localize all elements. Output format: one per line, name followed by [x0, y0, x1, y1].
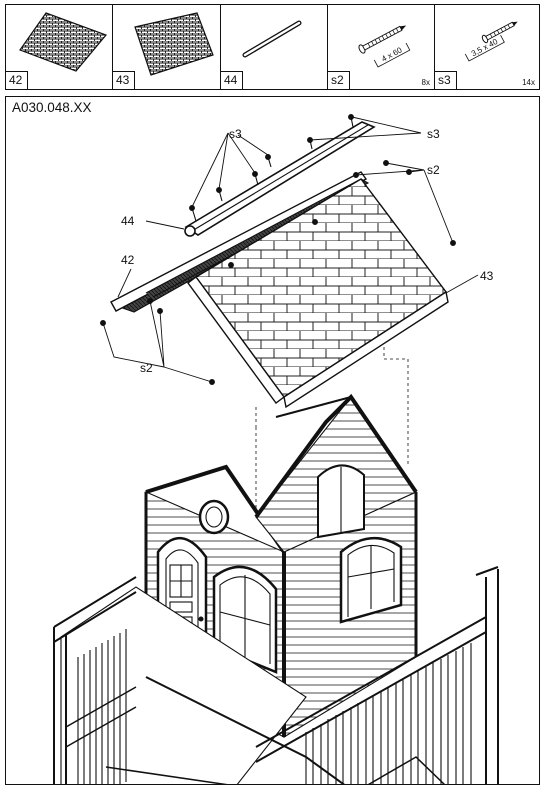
- callout-leaders: [102, 116, 479, 383]
- part-number: s3: [435, 71, 457, 89]
- screw-icon: 4 x 60: [358, 25, 411, 68]
- front-railing: [255, 566, 499, 784]
- callout-s3: s3: [229, 127, 242, 141]
- part-number: 44: [221, 71, 243, 89]
- ridge-rod-icon: [242, 20, 302, 58]
- model-code: A030.048.XX: [12, 100, 92, 115]
- roof-assembly-illustration: s3 s3 s2 44 42 43 s2: [53, 114, 499, 784]
- part-quantity: 14x: [522, 78, 535, 87]
- screw-icon: 3,5 x 40: [464, 21, 518, 62]
- roof-shingle-panel-icon: [19, 12, 108, 72]
- ridge-screws-s3: [189, 114, 354, 268]
- part-number: s2: [328, 71, 350, 89]
- part-number: 43: [113, 71, 135, 89]
- screw-size-label: 4 x 60: [380, 45, 404, 63]
- callout-44: 44: [121, 214, 135, 228]
- parts-table: 42 43 44 4 x 60 s2 8x: [5, 4, 540, 90]
- part-quantity: 8x: [421, 78, 430, 87]
- part-cell-44: 44: [221, 5, 328, 89]
- callout-s3: s3: [427, 127, 440, 141]
- part-number: 42: [6, 71, 28, 89]
- left-railing: [65, 629, 137, 784]
- part-cell-42: 42: [6, 5, 113, 89]
- part-cell-43: 43: [113, 5, 221, 89]
- callout-43: 43: [480, 269, 494, 283]
- callout-42: 42: [121, 253, 135, 267]
- part-cell-s2: 4 x 60 s2 8x: [328, 5, 435, 89]
- callout-s2: s2: [140, 361, 153, 375]
- callout-s2: s2: [427, 163, 440, 177]
- roof-shingle-panel-icon: [134, 12, 214, 76]
- deck: [60, 586, 307, 784]
- ridge-rod-44: [184, 121, 376, 237]
- part-cell-s3: 3,5 x 40 s3 14x: [435, 5, 539, 89]
- assembly-diagram: A030.048.XX: [5, 96, 540, 785]
